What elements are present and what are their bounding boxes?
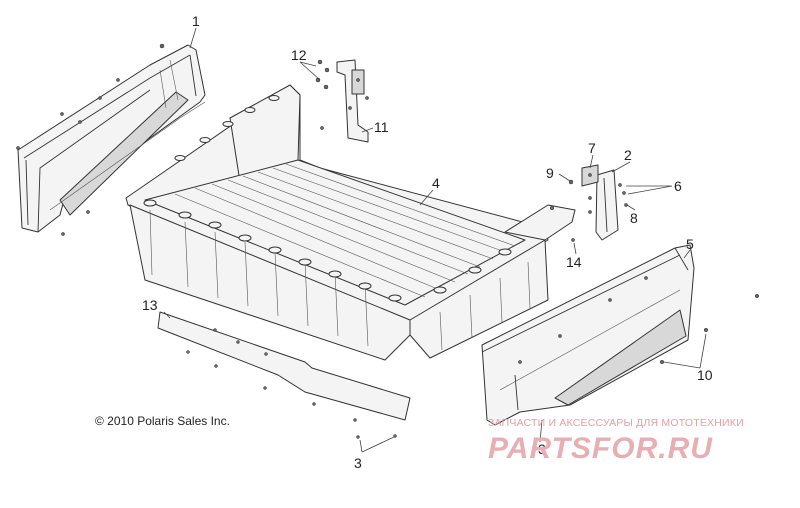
skid-plate-13 [157, 311, 411, 439]
right-side-panel [481, 244, 695, 426]
cargo-box [125, 84, 576, 361]
callout-14: 14 [566, 254, 582, 270]
small-hardware [568, 179, 760, 365]
callout-6: 6 [674, 178, 682, 194]
callout-10: 10 [697, 367, 713, 383]
callout-5: 5 [686, 236, 694, 252]
latch-7 [581, 164, 599, 187]
callout-12: 12 [291, 47, 307, 63]
callout-2: 2 [624, 147, 632, 163]
stake-pockets [143, 95, 512, 302]
watermark-subtitle: ЗАПЧАСТИ И АКСЕССУАРЫ ДЛЯ МОТОТЕХНИКИ [488, 417, 744, 429]
left-side-panel [16, 43, 206, 236]
callout-4: 4 [432, 175, 440, 191]
leader-lines [163, 27, 707, 453]
watermark-brand: PARTSFOR.RU [488, 432, 713, 465]
watermark: ЗАПЧАСТИ И АКСЕССУАРЫ ДЛЯ МОТОТЕХНИКИ PA… [488, 417, 744, 465]
callout-1: 1 [192, 13, 200, 29]
bolts-12 [315, 59, 330, 90]
callout-labels: 1 2 3 3 4 5 6 7 8 9 10 11 12 13 14 [142, 13, 713, 471]
callout-9: 9 [546, 165, 554, 181]
copyright-notice: © 2010 Polaris Sales Inc. [95, 414, 230, 428]
callout-3-right: 3 [538, 441, 546, 457]
latch-bracket-2 [595, 169, 619, 241]
callout-8: 8 [630, 210, 638, 226]
callout-13: 13 [142, 297, 158, 313]
callout-3-left: 3 [354, 455, 362, 471]
bracket-11 [320, 59, 369, 143]
callout-11: 11 [374, 119, 389, 135]
callout-7: 7 [588, 140, 596, 156]
